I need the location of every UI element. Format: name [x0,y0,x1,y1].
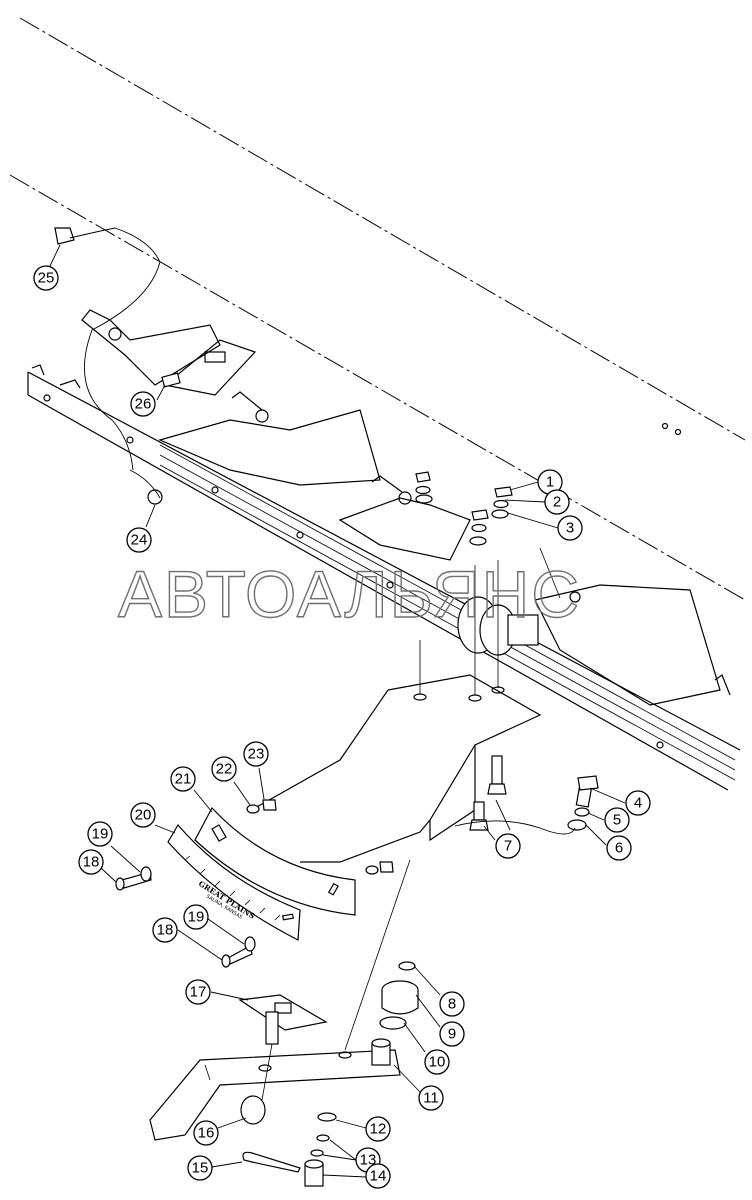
callout-22: 22 [211,756,237,782]
callout-25: 25 [33,265,59,291]
callout-label: 5 [613,812,621,829]
callout-19-lower: 19 [183,904,209,930]
mounting-bracket [254,560,542,863]
minor-hardware [54,227,181,505]
bearing-assembly [457,547,561,656]
callout-label: 24 [131,532,148,549]
callout-24: 24 [126,527,152,553]
callout-label: 8 [448,996,456,1013]
callout-label: 6 [615,840,623,857]
callout-15: 15 [187,1155,213,1181]
callout-label: 16 [198,1125,215,1142]
callout-12: 12 [365,1116,391,1142]
callout-label: 9 [448,1026,456,1043]
callout-label: 23 [248,746,265,763]
callout-8: 8 [439,991,465,1017]
callout-label: 26 [135,396,152,413]
callout-label: 17 [190,984,207,1001]
lower-arm [149,859,411,1141]
paddles [31,309,731,706]
callout-label: 15 [192,1160,209,1177]
callout-label: 1 [546,474,554,491]
callout-26: 26 [130,391,156,417]
callout-label: 10 [429,1054,446,1071]
callout-label: 18 [83,854,100,871]
callout-18-upper: 18 [78,849,104,875]
callout-2: 2 [544,489,570,515]
callout-leaders [49,244,626,1178]
callout-label: 11 [423,1090,439,1107]
callout-10: 10 [424,1049,450,1075]
callout-label: 18 [157,922,174,939]
callout-21: 21 [170,766,196,792]
callout-label: 12 [370,1121,387,1138]
callout-label: 3 [566,520,574,537]
hardware [115,471,599,1187]
callout-label: 2 [553,494,561,511]
callout-label: 25 [38,270,55,287]
watermark: АВТОАЛЬЯНС [118,557,581,631]
callout-11: 11 [418,1085,444,1111]
callout-7: 7 [495,833,521,859]
callout-18-lower: 18 [152,917,178,943]
callout-label: 14 [370,1168,387,1185]
leader-paths [69,227,576,835]
callout-14: 14 [365,1163,391,1189]
callout-label: 21 [175,771,192,788]
callout-label: 7 [504,838,512,855]
callout-9: 9 [439,1021,465,1047]
callout-5: 5 [604,807,630,833]
tension-plate [194,806,356,916]
callout-17: 17 [185,979,211,1005]
callout-6: 6 [606,835,632,861]
centerlines [9,17,746,601]
callout-label: 13 [360,1152,377,1169]
callout-3: 3 [557,515,583,541]
callout-label: 20 [135,807,152,824]
callout-20: 20 [130,802,156,828]
callout-label: 19 [92,826,109,843]
callout-23: 23 [243,741,269,767]
callout-label: 4 [634,795,642,812]
callout-4: 4 [625,790,651,816]
callout-19-upper: 19 [87,821,113,847]
callout-16: 16 [193,1120,219,1146]
callout-label: 22 [216,761,233,778]
callout-label: 19 [188,909,205,926]
